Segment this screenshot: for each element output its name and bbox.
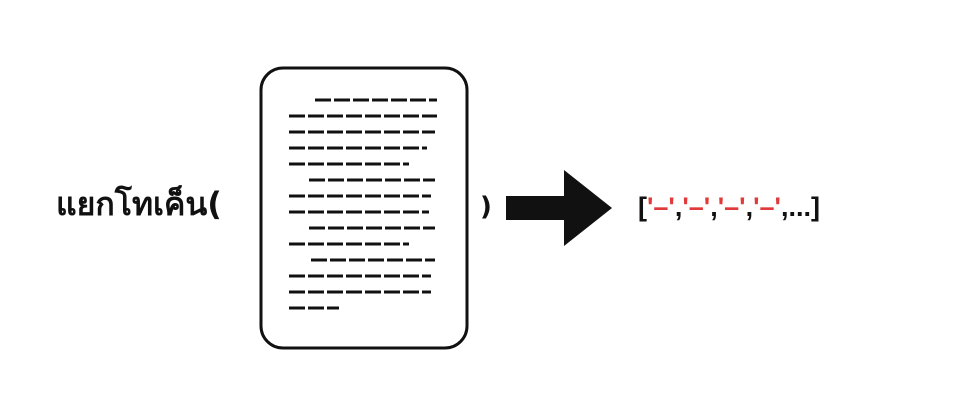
token-item: '–' bbox=[753, 192, 781, 222]
separator: , bbox=[780, 192, 789, 222]
close-paren: ) bbox=[480, 192, 492, 222]
ellipsis: ... bbox=[788, 192, 812, 222]
token-item: '–' bbox=[682, 192, 711, 222]
token-item: '–' bbox=[647, 192, 675, 222]
separator: , bbox=[710, 192, 718, 222]
right-arrow-icon bbox=[506, 170, 612, 246]
function-label: แยกโทเค็น( bbox=[56, 185, 222, 223]
open-bracket: [ bbox=[638, 192, 647, 222]
close-bracket: ] bbox=[811, 192, 821, 222]
separator: , bbox=[745, 192, 754, 222]
document-icon bbox=[259, 66, 469, 350]
token-list: [ '–' , '–' , '–' , '–' , ... ] bbox=[638, 194, 820, 221]
token-item: '–' bbox=[717, 192, 746, 222]
separator: , bbox=[674, 192, 683, 222]
